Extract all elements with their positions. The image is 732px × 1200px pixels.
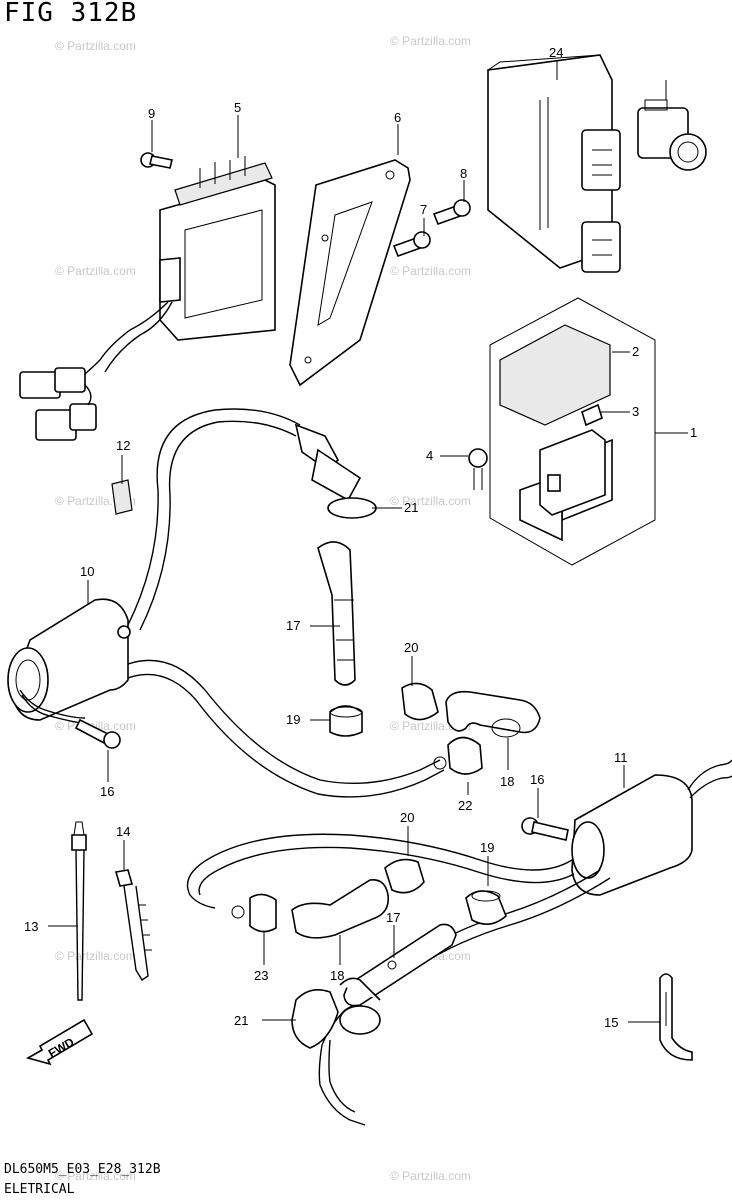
callout-10: 10 [80,564,94,579]
part-18-cap-rear [291,878,390,939]
callout-18: 18 [330,968,344,983]
part-16-bolt-front [74,718,121,749]
watermark: © Partzilla.com [55,264,136,278]
callout-6: 6 [394,110,401,125]
callout-11: 11 [614,750,628,765]
callout-20: 20 [400,810,414,825]
part-4-screw [468,448,488,490]
callout-17: 17 [386,910,400,925]
callout-18: 18 [500,774,514,789]
watermark: © Partzilla.com [390,1169,471,1183]
watermark: © Partzilla.com [390,34,471,48]
diagram-code: DL650M5_E03_E28_312B [4,1162,161,1177]
watermark: © Partzilla.com [55,39,136,53]
forward-arrow-icon: FWD [25,1018,94,1066]
watermark: © Partzilla.com [390,494,471,508]
callout-5: 5 [234,100,241,115]
section-name: ELETRICAL [4,1182,75,1197]
callout-16: 16 [530,772,544,787]
part-15-clamp [659,973,693,1061]
callout-9: 9 [148,106,155,121]
part-16-bolt-rear [521,817,569,841]
part-6-bracket [289,159,411,387]
figure-title: FIG 312B [4,0,138,28]
callout-14: 14 [116,824,130,839]
callout-19: 19 [286,712,300,727]
watermark: © Partzilla.com [390,264,471,278]
callout-17: 17 [286,618,300,633]
part-20-boot-rear [384,858,425,894]
part-17-plug-cap-rear [343,923,457,1007]
callout-21: 21 [404,500,418,515]
watermark: © Partzilla.com [55,1169,136,1183]
part-8-bolt [432,199,471,226]
callout-8: 8 [460,166,467,181]
part-22-grommet-rear [231,893,277,933]
leader-lines [48,60,688,1023]
part-20-boot [401,682,439,721]
part-18-cap [445,690,541,738]
callout-16: 16 [100,784,114,799]
callout-13: 13 [24,919,38,934]
part-13-cable-tie [71,821,87,1001]
part-19-ring [329,705,363,737]
high-tension-lead-front [127,408,377,631]
callout-2: 2 [632,344,639,359]
callout-labels: 24 5 9 6 8 7 2 3 1 4 12 21 10 17 19 20 1… [24,45,697,1030]
callout-23: 24 [549,45,563,60]
part-10-ignition-coil [7,598,131,725]
part-14-cable-tie [114,869,152,981]
part-22-grommet [433,736,483,775]
callout-15: 15 [604,1015,618,1030]
callout-7: 7 [420,202,427,217]
callout-22: 22 [458,798,472,813]
part-21-cap-rear [291,977,381,1126]
part-11-ignition-coil [571,759,732,896]
callout-20: 20 [404,640,418,655]
part-24-coupler [637,99,707,171]
callout-3: 3 [632,404,639,419]
part-12-pad [111,479,133,515]
part-17-plug-cap [317,541,356,686]
callout-4: 4 [426,448,433,463]
part-9-bolt [140,152,173,169]
part-19-ring-rear [465,890,507,925]
part-5-regulator [19,156,276,441]
callout-22: 23 [254,968,268,983]
callout-12: 12 [116,438,130,453]
high-tension-lead-to-grommet [127,659,445,798]
callout-19: 19 [480,840,494,855]
callout-1: 1 [690,425,697,440]
part-23-ecu [487,54,621,273]
part-7-bolt [392,231,431,258]
watermark: © Partzilla.com [55,949,136,963]
part-1-starter-relay [489,297,656,566]
callout-21: 21 [234,1013,248,1028]
